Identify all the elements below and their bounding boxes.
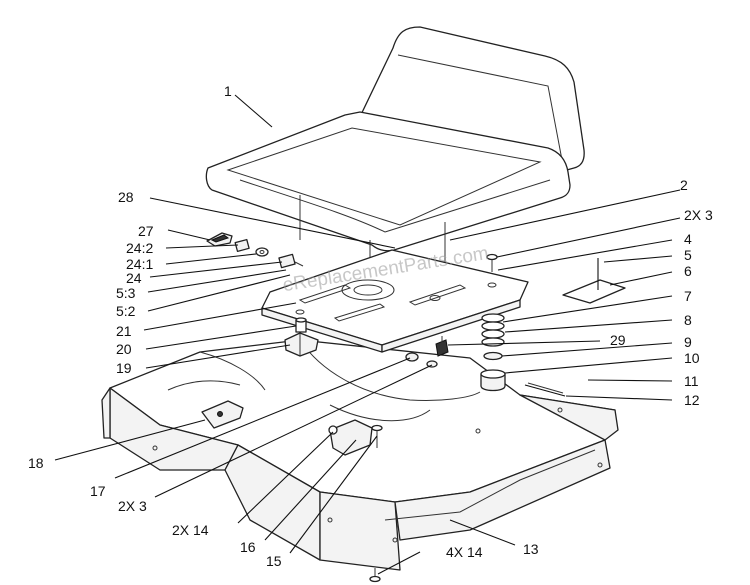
callout-4x14: 4X 14 — [446, 544, 483, 560]
callout-2x3-lower: 2X 3 — [118, 498, 147, 514]
callout-18: 18 — [28, 455, 44, 471]
callout-2x3-upper: 2X 3 — [684, 207, 713, 223]
callout-5-3: 5:3 — [116, 285, 136, 301]
hardware-parts — [201, 232, 626, 583]
callout-15: 15 — [266, 553, 282, 569]
callout-2x14: 2X 14 — [172, 522, 209, 538]
callout-20: 20 — [116, 341, 132, 357]
bushing-24 — [278, 253, 296, 269]
seat-pan-bracket — [261, 249, 529, 353]
callout-1: 1 — [224, 83, 232, 99]
callout-29: 29 — [610, 332, 626, 348]
callout-24-2: 24:2 — [126, 240, 153, 256]
callout-8: 8 — [684, 312, 692, 328]
decal-label — [562, 279, 626, 304]
washer-24-1 — [255, 247, 269, 257]
callout-5: 5 — [684, 247, 692, 263]
callout-24-1: 24:1 — [126, 256, 153, 272]
callout-21: 21 — [116, 323, 132, 339]
callout-13: 13 — [523, 541, 539, 557]
callout-10: 10 — [684, 350, 700, 366]
callout-12: 12 — [684, 392, 700, 408]
callout-28: 28 — [118, 189, 134, 205]
seat-cushion — [205, 26, 585, 268]
callout-labels: 1 28 27 24:2 24:1 24 5:3 5:2 21 20 19 18… — [28, 83, 713, 569]
callout-6: 6 — [684, 263, 692, 279]
callout-24: 24 — [126, 270, 142, 286]
callout-7: 7 — [684, 288, 692, 304]
callout-5-2: 5:2 — [116, 303, 136, 319]
callout-27: 27 — [138, 223, 154, 239]
leader-lines — [54, 94, 681, 575]
callout-4: 4 — [684, 231, 692, 247]
callout-17: 17 — [90, 483, 106, 499]
callout-19: 19 — [116, 360, 132, 376]
callout-2: 2 — [680, 177, 688, 193]
suspension-spring — [481, 313, 505, 347]
callout-16: 16 — [240, 539, 256, 555]
callout-9: 9 — [684, 334, 692, 350]
callout-11: 11 — [684, 373, 699, 389]
nut-24-2 — [234, 238, 250, 253]
